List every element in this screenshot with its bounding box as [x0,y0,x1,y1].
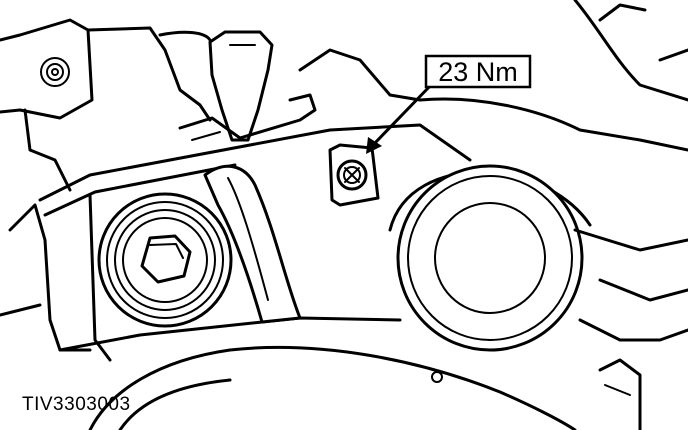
torque-callout-label: 23 Nm [438,57,518,87]
engine-block-upper [86,0,688,152]
bracket-washer [40,57,70,87]
torque-leader-arrow [366,82,434,154]
pulley-hex-bolt [140,234,192,284]
bolt-boss [328,143,380,207]
lower-housing [88,345,642,430]
housing-hole [431,371,443,383]
coolant-hose [203,164,302,324]
torque-bolt [336,159,368,191]
figure-id-label: TIV3303003 [22,394,131,415]
crank-pulley [97,192,233,328]
idler-pulley [388,164,688,352]
upper-left-bracket [0,18,94,192]
sensor-connector [178,30,317,142]
torque-callout-box [424,54,532,89]
timing-cover [0,123,472,362]
torque-callout: 23 Nm [424,54,532,89]
